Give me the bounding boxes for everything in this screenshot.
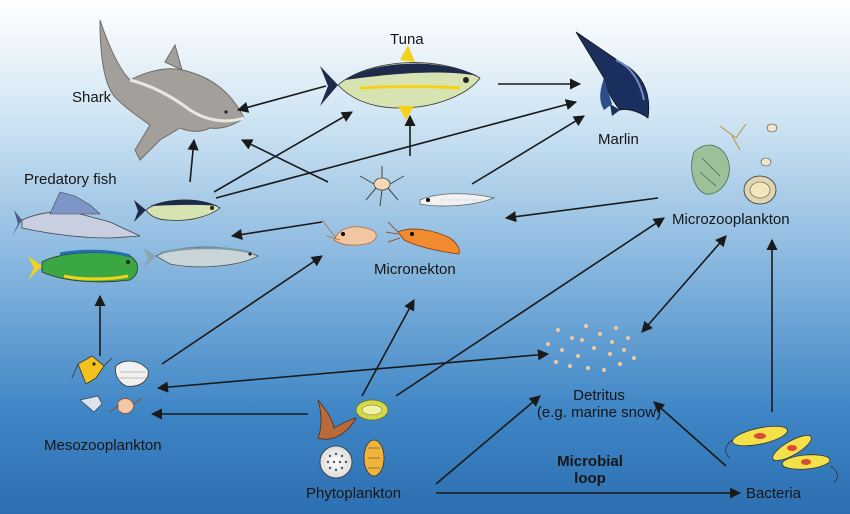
crab-larva-icon — [359, 166, 405, 207]
marlin-label: Marlin — [598, 131, 639, 148]
marlin-icon — [575, 31, 650, 119]
diatom-icon — [319, 399, 389, 479]
micronekton-label: Micronekton — [374, 261, 456, 278]
phytoplankton-label: Phytoplankton — [306, 485, 402, 502]
ciliate-icon — [691, 123, 778, 205]
detritus-note: (e.g. marine snow) — [536, 403, 662, 421]
predatory-fish-label: Predatory fish — [24, 171, 117, 188]
bacteria-label: Bacteria — [746, 485, 802, 502]
larval-fish-icon — [419, 193, 496, 207]
dinoflagellate-icon — [317, 399, 357, 440]
tuna-label: Tuna — [390, 31, 424, 48]
marine-snow-icon — [546, 324, 636, 372]
microbial-loop-line-1: Microbial — [557, 453, 623, 470]
mackerel-icon — [144, 246, 259, 268]
microzooplankton-label: Microzooplankton — [672, 211, 790, 228]
detritus-title: Detritus — [573, 387, 625, 404]
amphipod-icon — [115, 360, 149, 387]
detritus-label: Detritus (e.g. marine snow) — [524, 387, 674, 421]
dolphinfish-icon — [28, 249, 138, 283]
predatory-tuna-icon — [134, 199, 221, 222]
sailfish-icon — [12, 191, 141, 239]
krill-icon — [321, 219, 377, 246]
mesozooplankton-label: Mesozooplankton — [44, 437, 162, 454]
shark-label: Shark — [72, 89, 112, 106]
tuna-icon — [320, 45, 481, 120]
flow-arrows — [94, 78, 778, 499]
microbial-loop-line-2: loop — [574, 469, 606, 487]
bacteria-icon — [725, 425, 838, 483]
shark-icon — [99, 19, 245, 161]
squid-icon — [385, 221, 460, 255]
copepod-icon — [71, 355, 113, 385]
microbial-loop-label: Microbial loop — [540, 453, 640, 487]
crab-zoea-icon — [79, 395, 143, 414]
